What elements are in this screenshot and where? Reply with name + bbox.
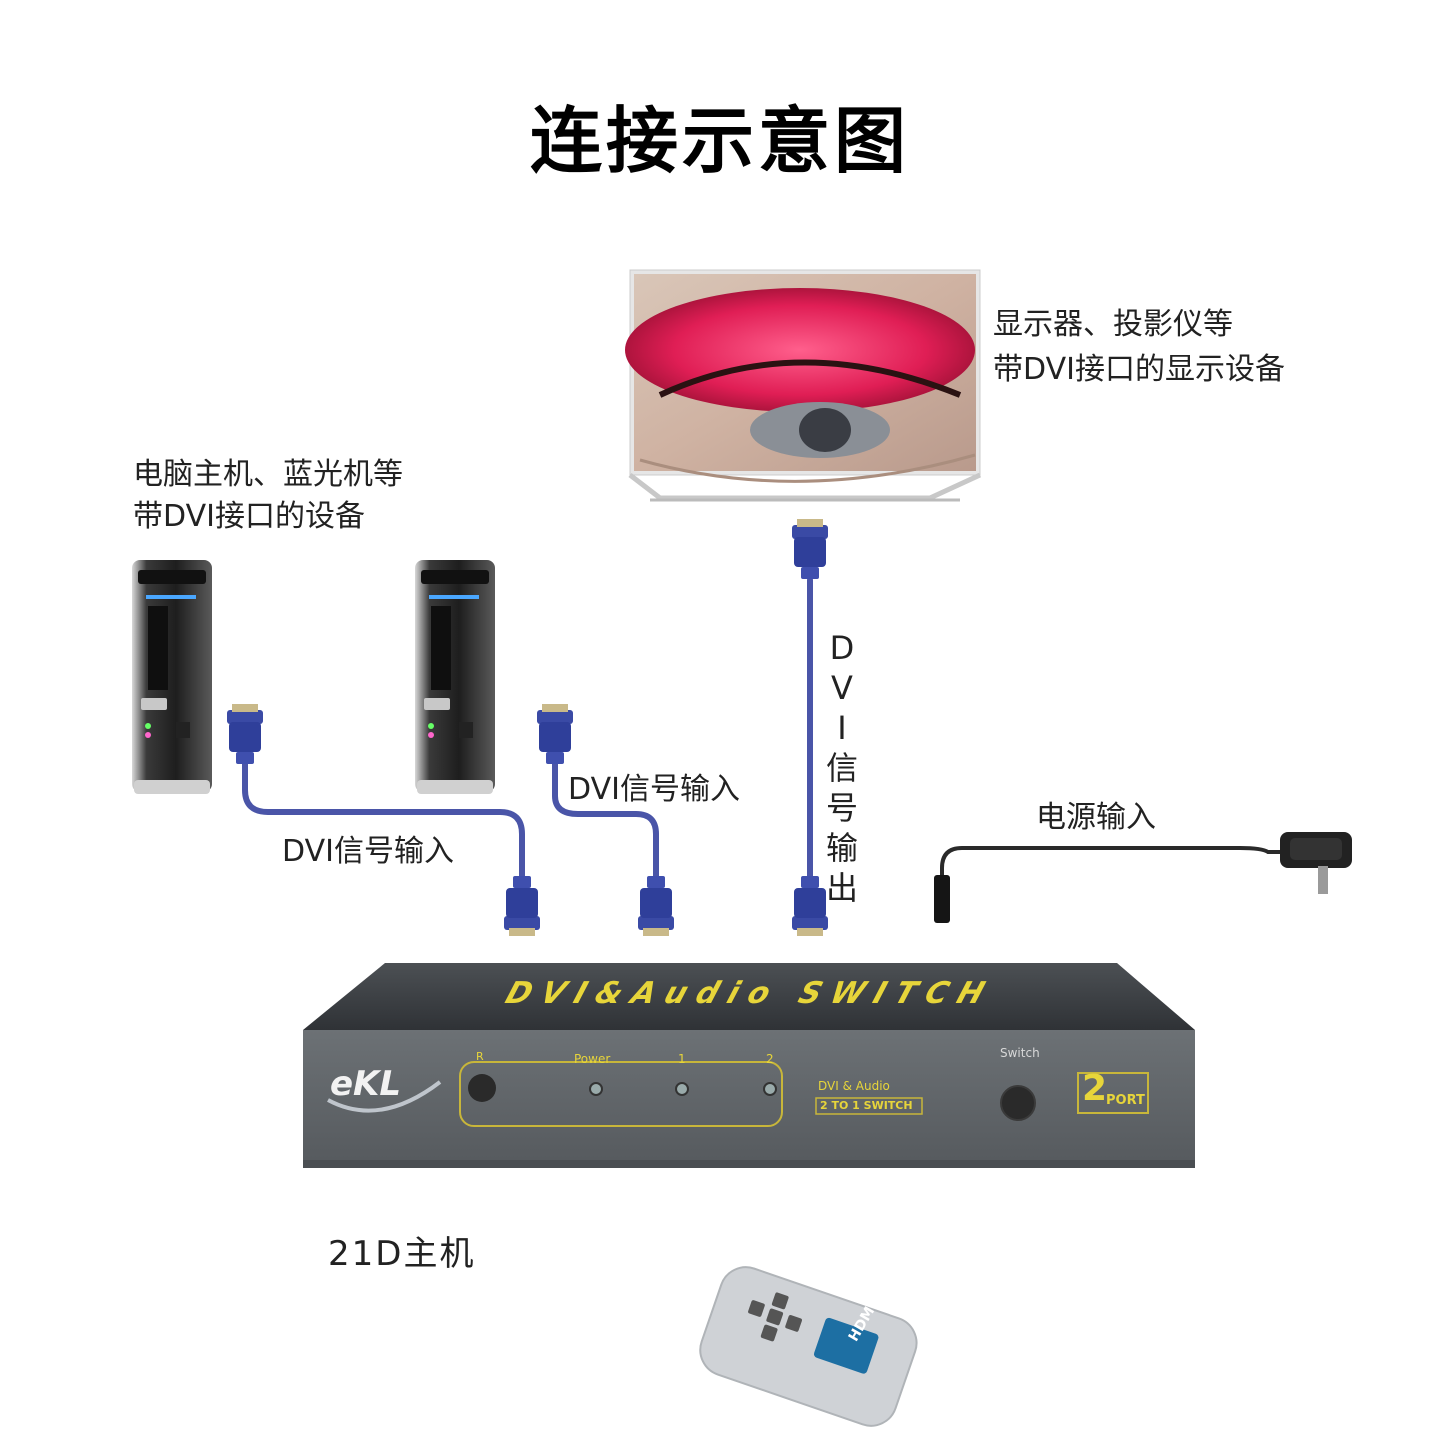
host-model-label: 21D主机 — [328, 1232, 475, 1276]
monitor-image — [625, 270, 980, 500]
power-led-label: Power — [574, 1052, 610, 1066]
pc-tower-1 — [132, 560, 212, 794]
brand-logo: eKL — [330, 1064, 401, 1104]
switch-button[interactable] — [998, 1084, 1038, 1124]
source-devices-label-line1: 电脑主机、蓝光机等 — [133, 453, 403, 497]
dvi-input-label-1: DVI信号输入 — [282, 830, 454, 874]
remote-receiver-label: R — [476, 1050, 484, 1063]
remote-control — [693, 1260, 923, 1433]
source-devices-label-line2: 带DVI接口的设备 — [133, 495, 365, 539]
power-adapter — [1280, 832, 1352, 894]
switch-top-text: DVI&Audio SWITCH — [444, 976, 1055, 1011]
port-text: PORT — [1106, 1093, 1145, 1108]
led-2-label: 2 — [766, 1052, 774, 1066]
model-line2: 2 TO 1 SWITCH — [820, 1099, 913, 1112]
display-devices-label-line2: 带DVI接口的显示设备 — [993, 348, 1285, 392]
dvi-output-label: D V I 信 号 输 出 — [822, 628, 862, 908]
led-1-label: 1 — [678, 1052, 686, 1066]
power-cable — [942, 848, 1290, 905]
power-input-label: 电源输入 — [1036, 796, 1156, 840]
model-line1: DVI & Audio — [818, 1079, 890, 1093]
switch-button-label: Switch — [1000, 1046, 1040, 1060]
port-number: 2 — [1082, 1068, 1107, 1109]
pc-tower-2 — [415, 560, 495, 794]
dvi-input-label-2: DVI信号输入 — [568, 768, 740, 812]
display-devices-label-line1: 显示器、投影仪等 — [993, 303, 1233, 347]
